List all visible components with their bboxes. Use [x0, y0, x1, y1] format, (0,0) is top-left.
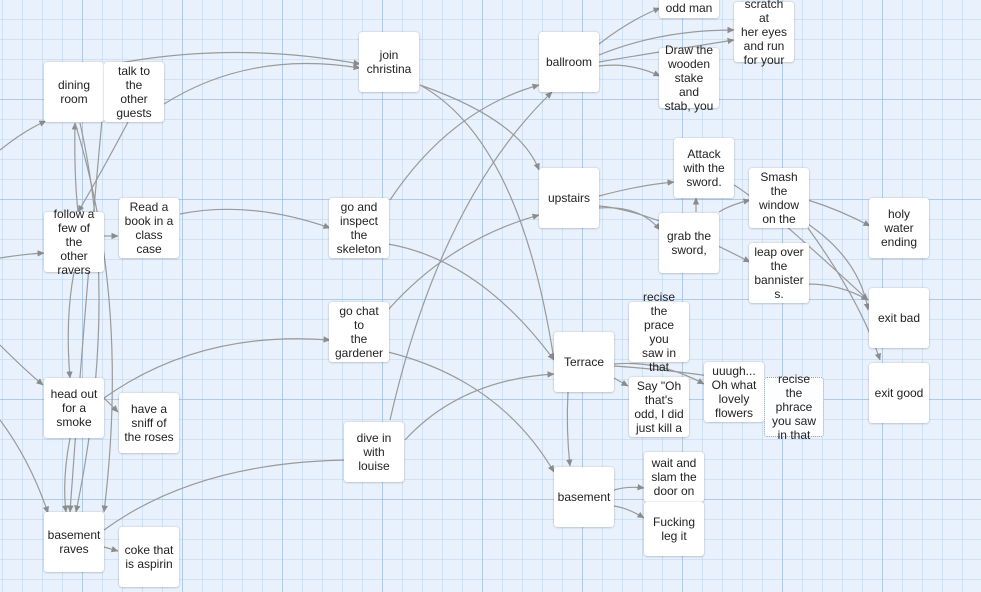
node-attack-sword[interactable]: Attack with the sword.	[674, 138, 734, 198]
node-wait-slam[interactable]: wait and slam the door on	[644, 452, 704, 502]
node-sniff-roses[interactable]: have a sniff of the roses	[119, 393, 179, 453]
node-exit-good[interactable]: exit good	[869, 363, 929, 423]
node-grab-sword[interactable]: grab the sword,	[659, 213, 719, 273]
node-recise-prace[interactable]: recise the prace you saw in that	[629, 290, 689, 374]
node-odd-man[interactable]: odd man	[659, 0, 719, 18]
node-inspect-skeleton[interactable]: go and inspect the skeleton	[329, 198, 389, 258]
node-join-christina[interactable]: join christina	[359, 32, 419, 92]
node-recise-phrace[interactable]: recise the phrace you saw in that	[764, 372, 824, 442]
node-basement-raves[interactable]: basement raves	[44, 512, 104, 572]
node-draw-stake[interactable]: Draw the wooden stake and stab, you	[659, 43, 719, 113]
node-dining-room[interactable]: dining room	[44, 62, 104, 122]
node-coke-aspirin[interactable]: coke that is aspirin	[119, 527, 179, 587]
node-talk-to-guests[interactable]: talk to the other guests	[104, 62, 164, 122]
node-dive-louise[interactable]: dive in with louise	[344, 422, 404, 482]
node-holy-water-ending[interactable]: holy water ending	[869, 198, 929, 258]
node-leap-bannister[interactable]: leap over the bannister s.	[749, 243, 809, 303]
node-terrace[interactable]: Terrace	[554, 332, 614, 392]
node-head-out-smoke[interactable]: head out for a smoke	[44, 378, 104, 438]
node-basement[interactable]: basement	[554, 467, 614, 527]
node-say-oh[interactable]: Say "Oh that's odd, I did just kill a	[629, 377, 689, 437]
node-scratch-eyes[interactable]: scratch at her eyes and run for your	[734, 0, 794, 67]
node-smash-window[interactable]: Smash the window on the	[749, 168, 809, 228]
node-fucking-leg-it[interactable]: Fucking leg it	[644, 502, 704, 556]
node-read-book[interactable]: Read a book in a class case	[119, 198, 179, 258]
node-uuugh[interactable]: uuugh... Oh what lovely flowers	[704, 362, 764, 422]
node-chat-gardener[interactable]: go chat to the gardener	[329, 302, 389, 362]
node-upstairs[interactable]: upstairs	[539, 168, 599, 228]
node-ballroom[interactable]: ballroom	[539, 32, 599, 92]
node-follow-ravers[interactable]: follow a few of the other ravers	[44, 207, 104, 277]
node-exit-bad[interactable]: exit bad	[869, 288, 929, 348]
